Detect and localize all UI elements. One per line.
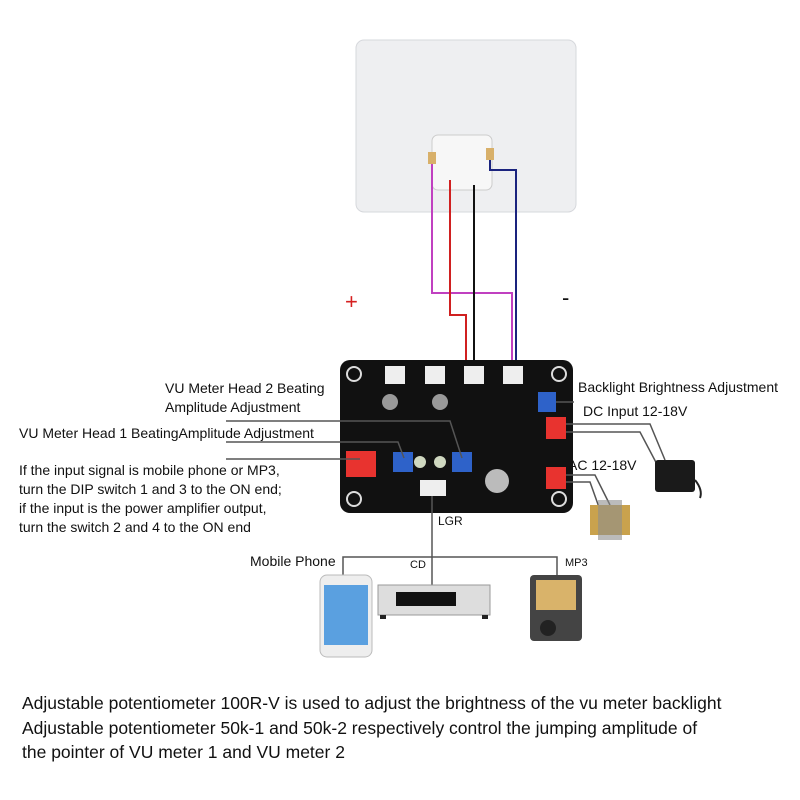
wires: [431, 160, 517, 372]
mp3-label: MP3: [565, 557, 588, 569]
ac-input-label: AC 12-18V: [568, 457, 637, 473]
dc-input-label: DC Input 12-18V: [583, 403, 688, 419]
mobile-phone-image: [319, 574, 373, 658]
cd-label: CD: [410, 559, 426, 571]
dip-note-line: turn the switch 2 and 4 to the ON end: [19, 519, 251, 535]
head2-label-line2: Amplitude Adjustment: [165, 399, 301, 415]
lgr-label: LGR: [438, 514, 463, 528]
head2-label-line1: VU Meter Head 2 Beating: [165, 380, 325, 396]
description-line: Adjustable potentiometer 100R-V is used …: [22, 693, 722, 713]
dip-note-line: if the input is the power amplifier outp…: [19, 500, 267, 516]
dip-note-line: If the input signal is mobile phone or M…: [19, 462, 280, 478]
backlight-label: Backlight Brightness Adjustment: [578, 379, 778, 395]
description-line: the pointer of VU meter 1 and VU meter 2: [22, 742, 345, 762]
description-line: Adjustable potentiometer 50k-1 and 50k-2…: [22, 717, 698, 738]
cd-player-image: [377, 584, 491, 619]
minus-sign: -: [562, 285, 570, 310]
power-adapter: [655, 460, 702, 499]
mobile-phone-label: Mobile Phone: [250, 553, 336, 569]
vu-meter: [355, 39, 577, 213]
leader-lines: [226, 401, 666, 590]
head1-label: VU Meter Head 1 BeatingAmplitude Adjustm…: [19, 425, 314, 441]
dip-note-line: turn the DIP switch 1 and 3 to the ON en…: [19, 481, 282, 497]
driver-board: [340, 360, 573, 513]
transformer: [590, 500, 630, 540]
mp3-player-image: [530, 575, 582, 641]
plus-sign: +: [345, 289, 358, 314]
